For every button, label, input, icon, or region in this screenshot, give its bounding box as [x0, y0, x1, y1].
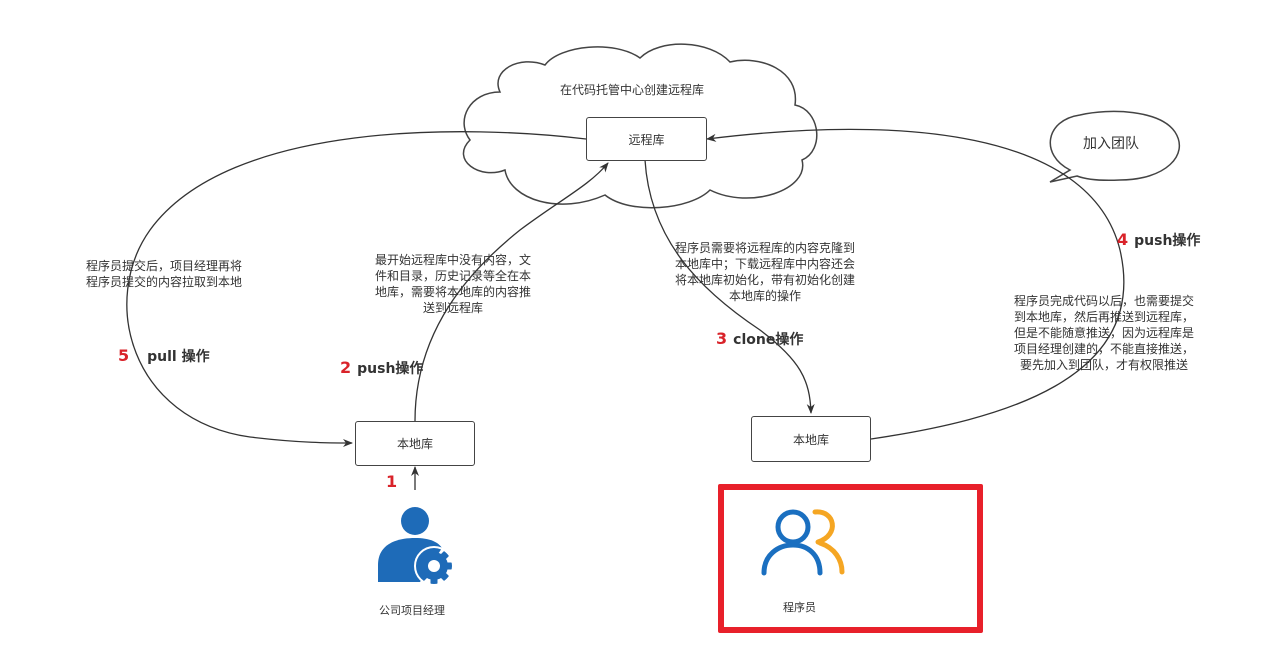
- cloud-label: 在代码托管中心创建远程库: [560, 83, 705, 97]
- step-number: 5: [118, 346, 130, 365]
- step-3-label: 3 clone操作: [716, 329, 803, 349]
- push-team-description-line: 到本地库，然后再推送到远程库，: [1013, 310, 1194, 324]
- step-text: push操作: [1134, 233, 1201, 249]
- programmer-label: 程序员: [783, 601, 816, 614]
- clone-arrow: [644, 159, 815, 414]
- push-team-description: 程序员完成代码以后，也需要提交 到本地库，然后再推送到远程库， 但是不能随意推送…: [994, 293, 1214, 373]
- clone-description-line: 本地库的操作: [728, 289, 801, 303]
- programmer-highlight-frame: [718, 484, 983, 633]
- step-4-label: 4 push操作: [1117, 230, 1200, 250]
- pull-description: 程序员提交后，项目经理再将 程序员提交的内容拉取到本地: [68, 258, 260, 290]
- push-initial-description-line: 件和目录，历史记录等全在本: [374, 269, 531, 283]
- push-team-description-line: 程序员完成代码以后，也需要提交: [1013, 294, 1194, 308]
- local-repo-programmer-box[interactable]: 本地库: [751, 416, 871, 462]
- push-initial-arrow: [414, 162, 609, 422]
- push-initial-description-line: 最开始远程库中没有内容，文: [374, 253, 531, 267]
- speech-bubble-shape: [1049, 110, 1181, 183]
- step-number: 4: [1117, 230, 1129, 249]
- join-team-label: 加入团队: [1083, 136, 1139, 152]
- pull-description-line: 程序员提交后，项目经理再将: [85, 259, 242, 273]
- step-number: 3: [716, 329, 728, 348]
- remote-repo-label: 远程库: [628, 132, 665, 147]
- push-team-description-line: 项目经理创建的，不能直接推送，: [1013, 342, 1194, 356]
- push-team-description-line: 但是不能随意推送，因为远程库是: [1013, 326, 1194, 340]
- manager-label: 公司项目经理: [379, 604, 445, 617]
- pull-arrow: [126, 131, 587, 447]
- clone-description-line: 本地库中；下载远程库中内容还会: [674, 257, 855, 271]
- local-repo-programmer-label: 本地库: [792, 432, 829, 447]
- step-1-label: 1: [386, 472, 403, 491]
- push-initial-description-line: 送到远程库: [422, 301, 483, 315]
- step-number: 1: [386, 472, 398, 491]
- local-repo-manager-label: 本地库: [396, 437, 433, 451]
- people-icon: [761, 509, 845, 576]
- step-text: pull 操作: [147, 349, 210, 365]
- remote-repo-box[interactable]: 远程库: [586, 117, 707, 161]
- step-text: push操作: [357, 361, 424, 377]
- clone-description-line: 程序员需要将远程库的内容克隆到: [674, 241, 855, 255]
- user-gear-icon: [378, 507, 454, 586]
- local-repo-manager-box[interactable]: 本地库: [355, 421, 475, 466]
- push-team-description-line: 要先加入到团队，才有权限推送: [1019, 358, 1188, 372]
- step-2-label: 2 push操作: [340, 358, 423, 378]
- push-team-arrow: [706, 128, 1125, 440]
- clone-description: 程序员需要将远程库的内容克隆到 本地库中；下载远程库中内容还会 将本地库初始化，…: [656, 240, 874, 304]
- pull-description-line: 程序员提交的内容拉取到本地: [85, 275, 242, 289]
- step-5-label: 5 pull 操作: [118, 346, 210, 366]
- cloud-shape: [462, 43, 818, 209]
- step-number: 2: [340, 358, 352, 377]
- clone-description-line: 将本地库初始化，带有初始化创建: [674, 273, 855, 287]
- push-initial-description: 最开始远程库中没有内容，文 件和目录，历史记录等全在本 地库，需要将本地库的内容…: [358, 252, 548, 316]
- push-initial-description-line: 地库，需要将本地库的内容推: [374, 285, 531, 299]
- step-text: clone操作: [733, 332, 804, 348]
